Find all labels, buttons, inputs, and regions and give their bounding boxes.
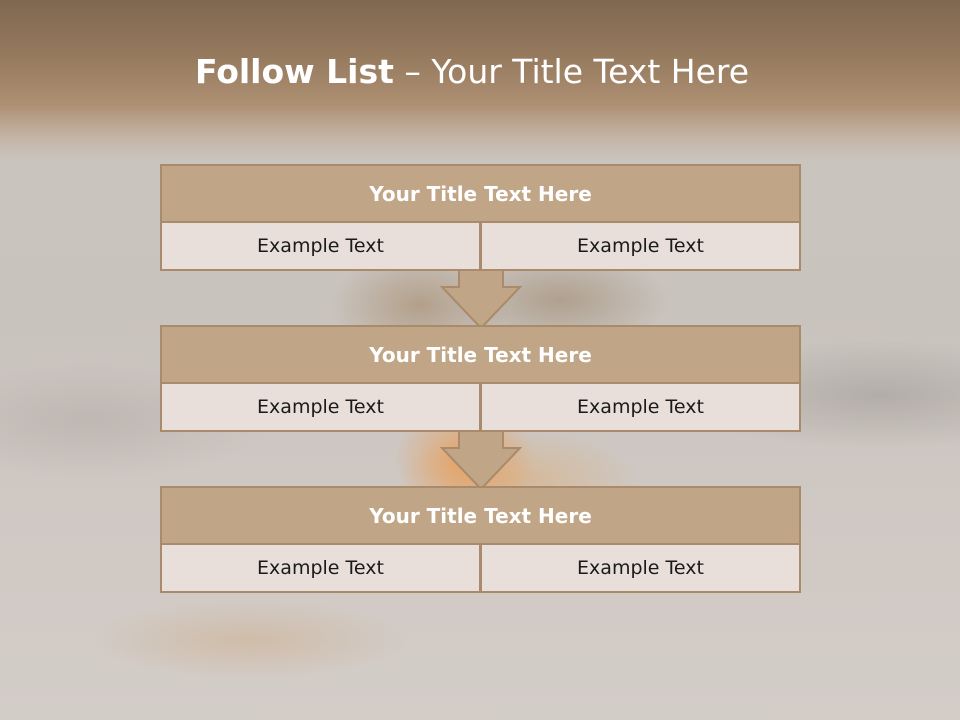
step-text-right: Example Text — [480, 382, 801, 432]
slide-title-bold: Follow List — [194, 52, 394, 91]
down-arrow-icon — [440, 431, 522, 491]
slide-title-rest: – Your Title Text Here — [393, 52, 750, 91]
down-arrow-icon — [440, 270, 522, 330]
step-text-left: Example Text — [160, 543, 481, 593]
step-title: Your Title Text Here — [160, 164, 801, 223]
step-text-right: Example Text — [480, 221, 801, 271]
step-title: Your Title Text Here — [160, 325, 801, 384]
step-text-right: Example Text — [480, 543, 801, 593]
step-title: Your Title Text Here — [160, 486, 801, 545]
slide-title: Follow List – Your Title Text Here — [0, 52, 944, 91]
step-text-left: Example Text — [160, 221, 481, 271]
step-text-left: Example Text — [160, 382, 481, 432]
title-band — [0, 0, 960, 160]
